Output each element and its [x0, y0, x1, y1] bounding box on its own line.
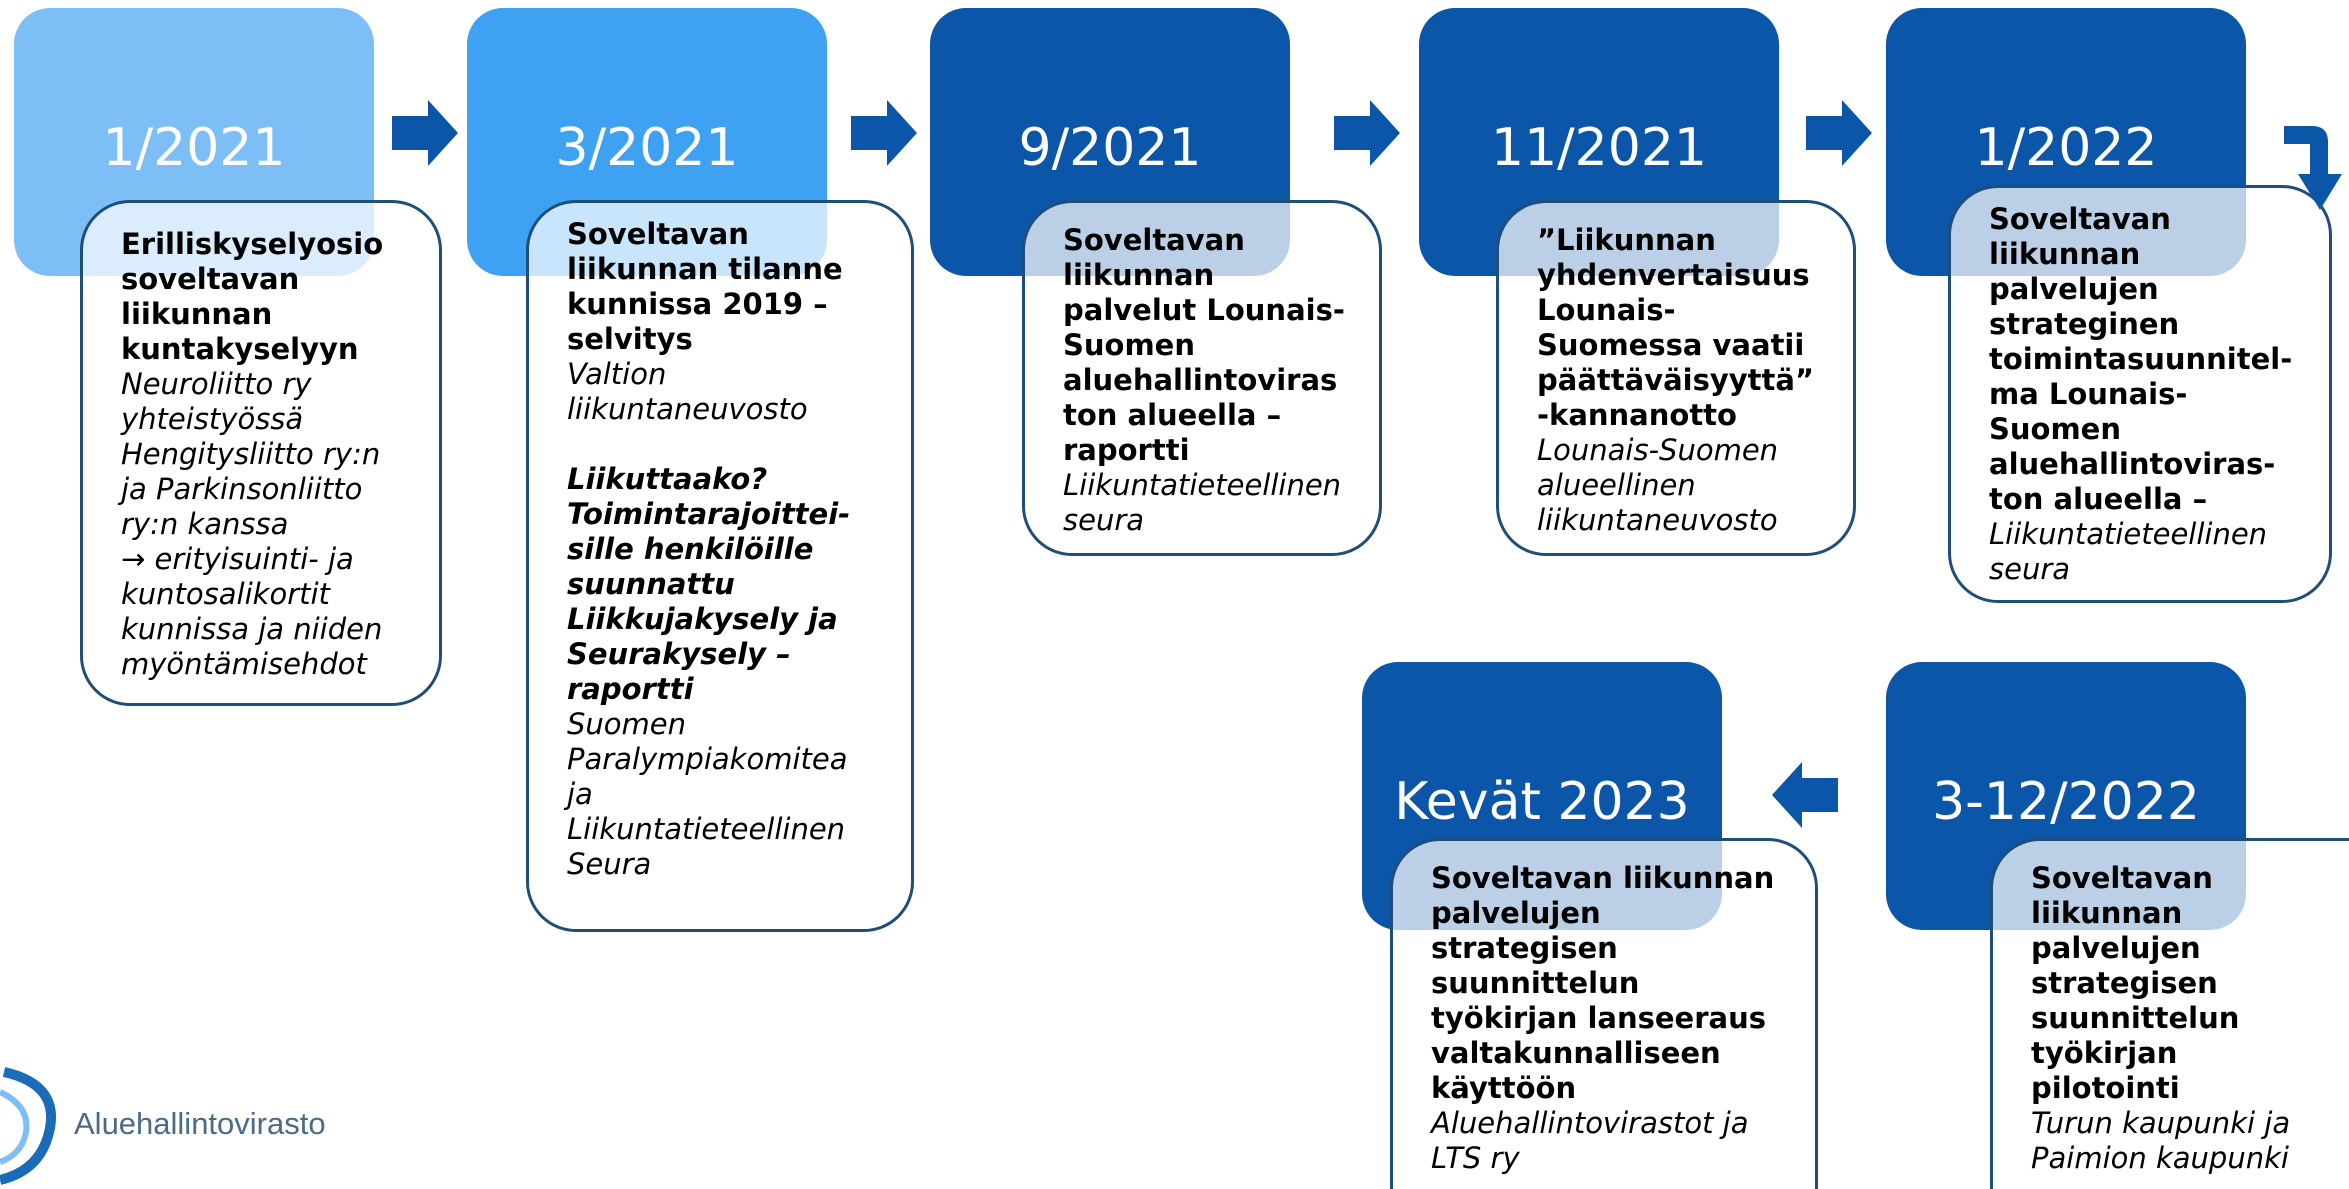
step-1-title: Erilliskyselyosio soveltavan liikunnan k…	[121, 227, 384, 366]
step-2-source: Valtion liikuntaneuvosto	[567, 357, 808, 426]
logo-text: Aluehallintovirasto	[74, 1106, 326, 1141]
step-1-card: Erilliskyselyosio soveltavan liikunnan k…	[80, 200, 442, 706]
step-4-date-box: 11/2021	[1419, 8, 1779, 276]
step-4-date: 11/2021	[1490, 118, 1708, 178]
step-3-title: Soveltavan liikunnan palvelut Lounais- S…	[1063, 223, 1345, 467]
step-6-card: Soveltavan liikunnan palvelujen strategi…	[1990, 838, 2349, 1189]
step-3-card: Soveltavan liikunnan palvelut Lounais- S…	[1022, 200, 1382, 556]
step-2-title: Soveltavan liikunnan tilanne kunnissa 20…	[567, 217, 843, 356]
step-2-title-2: Liikuttaako? Toimintarajoittei- sille he…	[567, 462, 851, 706]
step-2-date: 3/2021	[555, 118, 739, 178]
step-4-title: ”Liikunnan yhdenvertaisuus Lounais- Suom…	[1537, 223, 1815, 432]
step-6-title: Soveltavan liikunnan palvelujen strategi…	[2031, 861, 2240, 1105]
step-2-source-2: Suomen Paralympiakomitea ja Liikuntatiet…	[567, 707, 848, 881]
step-6-source: Turun kaupunki ja Paimion kaupunki	[2031, 1106, 2291, 1175]
step-2-card: Soveltavan liikunnan tilanne kunnissa 20…	[526, 200, 914, 932]
step-7-title: Soveltavan liikunnan palvelujen strategi…	[1431, 861, 1775, 1105]
step-3-source: Liikuntatieteellinen seura	[1063, 468, 1342, 537]
step-7-source: Aluehallintovirastot ja LTS ry	[1431, 1106, 1749, 1175]
arrow-right-icon	[1334, 100, 1400, 166]
arrow-right-icon	[851, 100, 917, 166]
step-7-date: Kevät 2023	[1394, 772, 1690, 832]
step-4-card: ”Liikunnan yhdenvertaisuus Lounais- Suom…	[1496, 200, 1856, 556]
step-1-date: 1/2021	[102, 118, 286, 178]
step-5-date: 1/2022	[1974, 118, 2158, 178]
step-6-date: 3-12/2022	[1932, 772, 2200, 832]
aluehallintovirasto-logo-icon	[0, 1067, 56, 1185]
arrow-right-icon	[392, 100, 458, 166]
step-5-card: Soveltavan liikunnan palvelujen strategi…	[1948, 185, 2332, 603]
step-5-title: Soveltavan liikunnan palvelujen strategi…	[1989, 202, 2293, 516]
step-5-source: Liikuntatieteellinen seura	[1989, 517, 2268, 586]
arrow-right-icon	[1806, 100, 1872, 166]
turn-down-arrow-icon	[2284, 126, 2342, 210]
step-4-source: Lounais-Suomen alueellinen liikuntaneuvo…	[1537, 433, 1779, 537]
step-3-date: 9/2021	[1018, 118, 1202, 178]
step-7-card: Soveltavan liikunnan palvelujen strategi…	[1390, 838, 1818, 1189]
step-1-source: Neuroliitto ry yhteistyössä Hengitysliit…	[121, 367, 383, 681]
arrow-left-icon	[1772, 762, 1838, 828]
